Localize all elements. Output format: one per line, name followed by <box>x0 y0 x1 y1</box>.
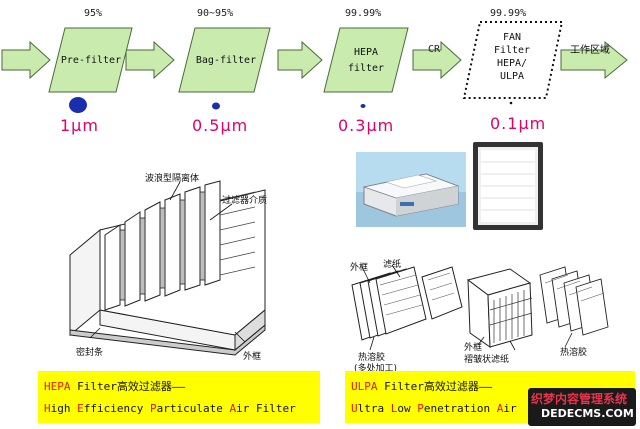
hepa-caption-box <box>38 371 320 423</box>
ulpa-caption-line2: Ultra Low Penetration Air <box>351 402 517 415</box>
flow-arrow <box>1 40 51 80</box>
hepa-filter-drawing <box>69 180 266 356</box>
ulpa-word: enetration <box>423 402 497 415</box>
ulpa-letter: A <box>496 402 504 415</box>
hepa-letter: H <box>44 402 51 415</box>
ulpa-word: ltra <box>357 402 391 415</box>
particle-size: 1μm <box>60 116 99 135</box>
label-frame-top: 外框 <box>350 263 369 273</box>
particle-dot-03um <box>360 104 366 108</box>
framed-filter-photo <box>473 142 543 230</box>
label-multi-process: (多处加工) <box>354 364 398 374</box>
hepa-word: igh <box>50 402 78 415</box>
stage-fan-line1: FAN <box>502 32 522 43</box>
label-outer-frame: 外框 <box>243 352 262 362</box>
stage-hepa-shape <box>323 27 409 93</box>
hepa-word: ir Filter <box>236 402 296 415</box>
ulpa-word: ow <box>397 402 418 415</box>
label-frame-bottom: 外框 <box>464 343 483 353</box>
particle-dot-1um <box>69 97 87 113</box>
work-area-label: 工作区域 <box>570 45 610 56</box>
label-hotmelt-left: 热溶胶 <box>358 353 386 363</box>
particle-dot-05um <box>212 102 220 110</box>
ulpa-letter: P <box>417 402 424 415</box>
watermark-logo <box>528 388 636 426</box>
hepa-letter: A <box>229 402 237 415</box>
hepa-caption-title: Filter高效过滤器—— <box>70 380 186 393</box>
ulpa-word: ir <box>503 402 517 415</box>
stage-percent: 90~95% <box>197 8 234 19</box>
label-wave-separator: 波浪型隔离体 <box>145 174 200 184</box>
stage-fan-line2: Filter <box>493 45 531 56</box>
stage-percent: 99.99% <box>490 8 527 19</box>
hepa-word: articulate <box>156 402 230 415</box>
cr-label: CR <box>428 44 441 55</box>
hepa-letter: P <box>149 402 157 415</box>
flow-arrow <box>277 40 323 80</box>
hepa-word: fficiency <box>83 402 150 415</box>
stage-fan-line3: HEPA/ <box>496 58 528 69</box>
stage-hepa-line2: filter <box>347 63 385 74</box>
hepa-caption-line2: High Efficiency Particulate Air Filter <box>44 402 296 415</box>
particle-dot-01um <box>509 101 513 105</box>
ulpa-caption-title: Filter高效过滤器—— <box>377 380 493 393</box>
stage-hepa-line1: HEPA <box>353 47 379 58</box>
ulpa-acronym: ULPA <box>351 380 378 393</box>
flow-arrow <box>412 40 462 80</box>
stage-bagfilter-shape <box>178 27 271 93</box>
particle-size: 0.1μm <box>490 114 547 133</box>
stage-prefilter-label: Pre-filter <box>60 55 122 66</box>
label-pleated-paper: 褶皱状滤纸 <box>464 355 510 365</box>
stage-percent: 99.99% <box>345 8 382 19</box>
label-hotmelt-right: 热溶胶 <box>560 348 588 358</box>
ulpa-caption-line1: ULPA Filter高效过滤器—— <box>351 378 492 394</box>
label-filter-paper: 滤纸 <box>383 260 402 270</box>
flow-diagram <box>1 21 628 113</box>
stage-hepa-label: HEPA filter <box>330 46 402 75</box>
stage-prefilter-shape <box>48 27 133 93</box>
stage-fan-label: FAN Filter HEPA/ ULPA <box>472 31 552 83</box>
label-seal-strip: 密封条 <box>76 348 104 358</box>
ulpa-filter-drawing <box>351 264 609 351</box>
flow-arrow <box>125 40 175 80</box>
flow-arrow <box>560 40 628 80</box>
particle-size: 0.5μm <box>192 116 249 135</box>
hepa-caption-line1: HEPA Filter高效过滤器—— <box>44 378 185 394</box>
particle-size: 0.3μm <box>338 116 395 135</box>
stage-percent: 95% <box>84 8 103 19</box>
hepa-acronym: HEPA <box>44 380 71 393</box>
fan-filter-unit-photo <box>356 152 466 227</box>
stage-fan-line4: ULPA <box>499 71 525 82</box>
ulpa-letter: L <box>390 402 398 415</box>
stage-bagfilter-label: Bag-filter <box>195 55 257 66</box>
label-filter-media: 过滤器介质 <box>222 196 268 206</box>
watermark-line2: DEDECMS.COM <box>541 407 634 420</box>
stage-fan-shape <box>462 21 564 99</box>
watermark-line1: 织梦内容管理系统 <box>531 392 628 406</box>
ulpa-letter: U <box>351 402 358 415</box>
hepa-letter: E <box>77 402 84 415</box>
